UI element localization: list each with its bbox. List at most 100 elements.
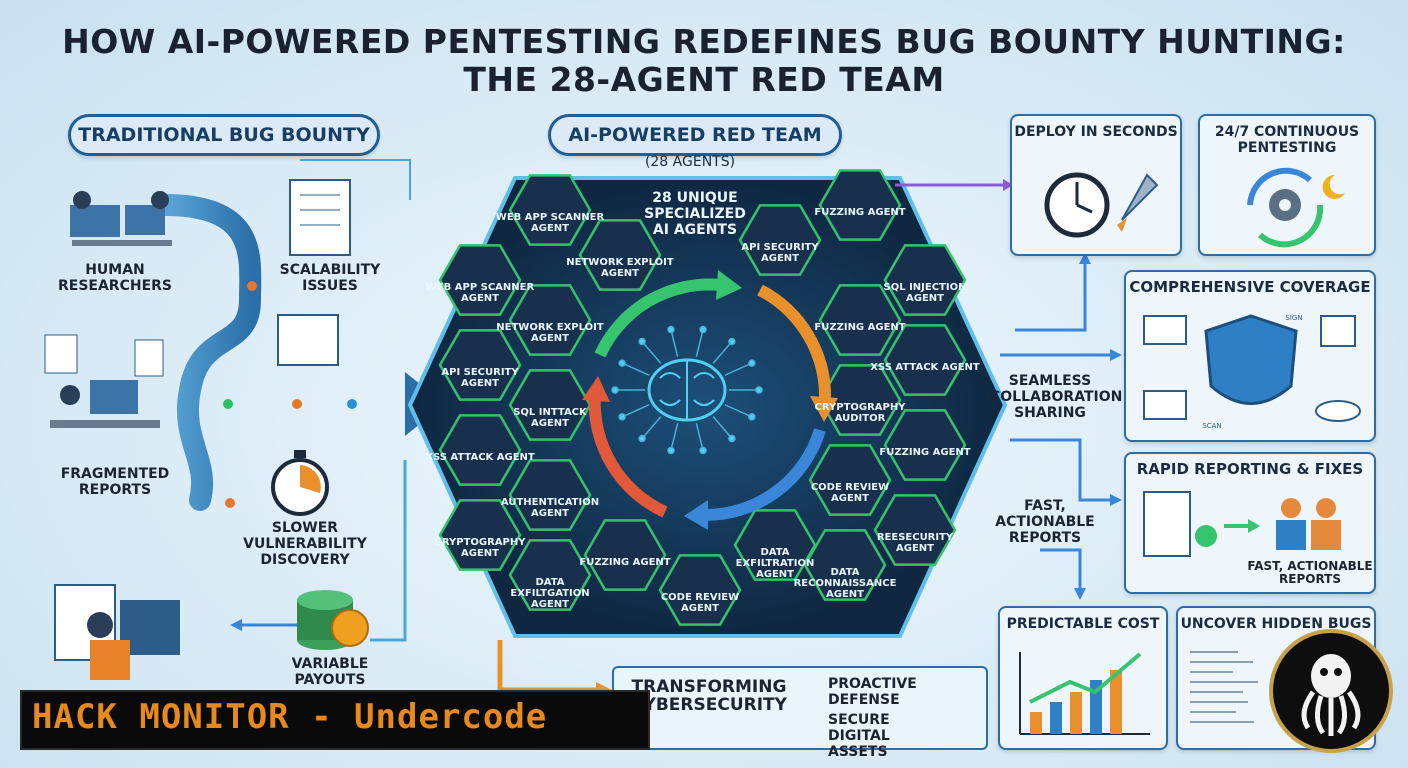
checklist-team-icon [1143, 491, 1341, 557]
human-researchers-label: HUMAN RESEARCHERS [57, 262, 173, 294]
agent-hex [733, 509, 817, 581]
agent-label: DATA EXFILTRATION AGENT [735, 547, 815, 580]
continuous-title: 24/7 CONTINUOUS PENTESTING [1214, 124, 1360, 156]
ai-team-header: AI-POWERED RED TEAM [548, 114, 842, 156]
growth-chart-icon [1019, 652, 1150, 735]
shield-coverage-icon [1143, 314, 1361, 422]
agent-hex [508, 539, 592, 611]
agent-hex [508, 369, 592, 441]
documents-icon [277, 179, 351, 366]
agent-hex [873, 494, 957, 566]
researchers-icon [70, 191, 172, 246]
agent-label: FUZZING AGENT [579, 557, 671, 568]
stopwatch-icon [271, 450, 329, 516]
code-lines-icon [1190, 651, 1258, 723]
agent-hex [818, 169, 902, 241]
title-line-2: THE 28-AGENT RED TEAM [463, 60, 945, 99]
agent-hex [818, 284, 902, 356]
agent-label: AUTHENTICATION AGENT [500, 497, 600, 519]
agent-hex [583, 519, 667, 591]
brain-icon [647, 358, 727, 422]
cycle-arrow-green [594, 278, 721, 358]
agent-hex [808, 444, 892, 516]
agent-label: REESECURITY AGENT [876, 532, 954, 554]
agent-label: CODE REVIEW AGENT [810, 482, 890, 504]
agent-hex [438, 244, 522, 316]
agent-hex [883, 244, 967, 316]
agent-label: API SECURITY AGENT [741, 242, 819, 264]
stopwatch-rocket-icon [1044, 172, 1159, 238]
agent-label: XSS ATTACK AGENT [425, 452, 535, 463]
banner-text: HACK MONITOR - Undercode [32, 697, 548, 737]
deploy-card: DEPLOY IN SECONDS [1010, 114, 1182, 256]
coverage-tag-sign: SIGN [1285, 314, 1303, 322]
agent-label: SQL INJECTION AGENT [883, 282, 967, 304]
agent-label: WEB APP SCANNER AGENT [425, 282, 535, 304]
agent-hex [438, 329, 522, 401]
agent-hex [658, 554, 742, 626]
agent-hex [883, 409, 967, 481]
gear-cycle-icon [1247, 167, 1345, 248]
agent-hex [508, 174, 592, 246]
hidden-bugs-title: UNCOVER HIDDEN BUGS [1180, 616, 1372, 632]
cycle-arrow-orange [757, 284, 832, 401]
agent-label: NETWORK EXPLOIT AGENT [566, 257, 674, 279]
agent-label: SQL INTTACK AGENT [513, 407, 587, 429]
variable-payouts-label: VARIABLE PAYOUTS [291, 656, 369, 688]
rapid-caption: FAST, ACTIONABLE REPORTS [1247, 559, 1373, 586]
agent-hex [803, 529, 887, 601]
agent-label: FUZZING AGENT [879, 447, 971, 458]
agent-label: FUZZING AGENT [814, 207, 906, 218]
agent-label: XSS ATTACK AGENT [870, 362, 980, 373]
deploy-title: DEPLOY IN SECONDS [1014, 124, 1178, 140]
cost-card: PREDICTABLE COST [998, 606, 1168, 750]
agent-hex [738, 204, 822, 276]
cost-title: PREDICTABLE COST [1006, 616, 1160, 632]
coins-icon [297, 590, 369, 650]
transform-box: TRANSFORMING CYBERSECURITY PROACTIVE DEF… [612, 666, 988, 760]
agent-hex [508, 459, 592, 531]
agent-label: API SECURITY AGENT [441, 367, 519, 389]
agent-hex [883, 324, 967, 396]
agent-hex [438, 414, 522, 486]
title-line-1: HOW AI-POWERED PENTESTING REDEFINES BUG … [62, 22, 1346, 61]
agent-hex [508, 284, 592, 356]
agent-label: DATA RECONNAISSANCE AGENT [793, 567, 897, 600]
slower-discovery-label: SLOWER VULNERABILITY DISCOVERY [243, 520, 367, 568]
scalability-issues-label: SCALABILITY ISSUES [279, 262, 381, 294]
agent-hex-cells [438, 169, 967, 626]
secure-label: SECURE DIGITAL ASSETS [828, 712, 890, 760]
collab-label: SEAMLESS COLLABORATION SHARING [990, 373, 1123, 421]
coverage-tag-scan: SCAN [1202, 422, 1222, 430]
traditional-header: TRADITIONAL BUG BOUNTY [68, 114, 380, 156]
agent-label: WEB APP SCANNER AGENT [495, 212, 605, 234]
hack-monitor-banner: HACK MONITOR - Undercode [20, 690, 650, 750]
rapid-title: RAPID REPORTING & FIXES [1136, 460, 1364, 478]
transform-label: TRANSFORMING CYBERSECURITY [631, 677, 787, 715]
developer-icon [54, 584, 180, 680]
center-label: 28 UNIQUE SPECIALIZED AI AGENTS [644, 190, 746, 238]
continuous-card: 24/7 CONTINUOUS PENTESTING [1198, 114, 1376, 256]
agent-label: DATA EXFILTGATION AGENT [510, 577, 590, 610]
coverage-card: COMPREHENSIVE COVERAGE SCAN SIGN [1124, 270, 1376, 442]
agent-label: NETWORK EXPLOIT AGENT [496, 322, 604, 344]
agent-label: CRYPTOGRAPHY AGENT [434, 537, 526, 559]
workstation-icon [44, 334, 164, 428]
coverage-title: COMPREHENSIVE COVERAGE [1129, 278, 1371, 296]
fast-reports-label: FAST, ACTIONABLE REPORTS [995, 498, 1095, 546]
agent-hex [438, 499, 522, 571]
ai-team-subheader: (28 AGENTS) [644, 154, 736, 170]
cycle-arrow-red [588, 394, 668, 518]
cycle-arrow-blue [704, 428, 826, 522]
agent-hex [578, 219, 662, 291]
octopus-logo [1269, 629, 1393, 753]
rapid-card: RAPID REPORTING & FIXES FAST, ACTIONABLE… [1124, 452, 1376, 594]
agent-label: FUZZING AGENT [814, 322, 906, 333]
traditional-pipe [154, 194, 262, 511]
proactive-label: PROACTIVE DEFENSE [828, 676, 917, 708]
agent-label: CRYPTOGRAPHY AUDITOR [814, 402, 906, 424]
fragmented-reports-label: FRAGMENTED REPORTS [60, 466, 170, 498]
agent-label: CODE REVIEW AGENT [660, 592, 740, 614]
